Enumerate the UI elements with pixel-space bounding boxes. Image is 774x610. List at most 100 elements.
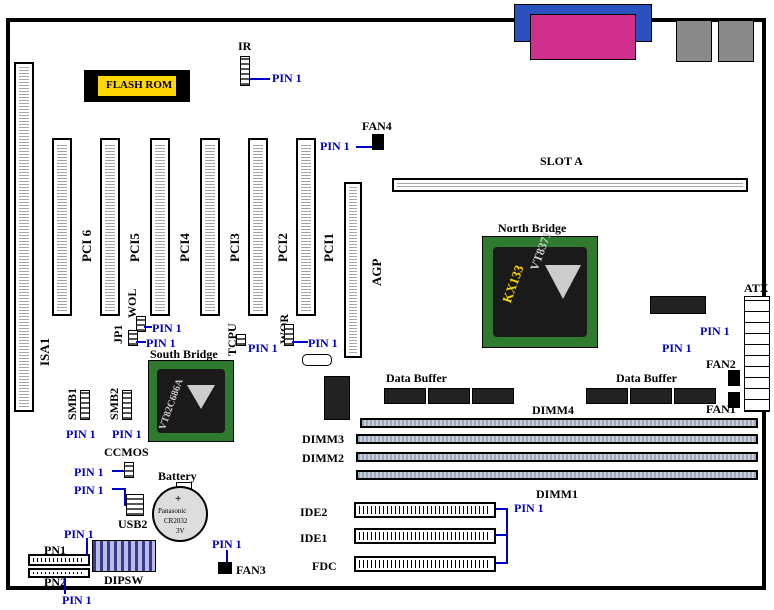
data-buffer-right-label: Data Buffer (616, 371, 677, 385)
tcpu-pin1-label: PIN 1 (248, 341, 278, 355)
fan4-pin1-label: PIN 1 (320, 139, 350, 153)
dimm2-label: DIMM2 (302, 451, 344, 465)
battery-text1: Panasonic (158, 507, 187, 515)
pci6-slot (52, 138, 72, 316)
usb2-label: USB2 (118, 517, 148, 531)
data-buffer-left-1 (384, 388, 426, 404)
dimm4-label: DIMM4 (532, 403, 574, 417)
north-bridge-label: North Bridge (498, 221, 567, 235)
jp1-pin1-label: PIN 1 (146, 336, 176, 350)
north-bridge-chip (493, 247, 587, 337)
ir-header (240, 56, 250, 86)
pci1-slot (296, 138, 316, 316)
data-buffer-left-label: Data Buffer (386, 371, 447, 385)
smb2-header (122, 390, 132, 420)
pn1-pin1-label: PIN 1 (64, 527, 94, 541)
via-logo-icon (545, 265, 581, 299)
pn2-label: PN2 (44, 575, 66, 589)
jp1-label: JP1 (111, 324, 125, 344)
fan4-header (372, 134, 384, 150)
fdc-label: FDC (312, 559, 337, 573)
ir-label: IR (238, 39, 252, 53)
dimm1-label: DIMM1 (536, 487, 578, 501)
ccmos-header (124, 462, 134, 478)
pci6-label: PCI 6 (79, 229, 94, 262)
fan4-label: FAN4 (362, 119, 392, 133)
clock-chip (650, 296, 706, 314)
ccmos-label: CCMOS (104, 445, 149, 459)
data-buffer-left-3 (472, 388, 514, 404)
fdc-connector (354, 556, 496, 572)
north-bridge-board (482, 236, 598, 348)
fan2-header (728, 370, 740, 386)
slot-a-connector (392, 178, 748, 192)
wol-pin1-label: PIN 1 (152, 321, 182, 335)
fan3-label: FAN3 (236, 563, 266, 577)
dimm3-slot (356, 434, 758, 444)
fan2-pin1-label: PIN 1 (662, 341, 692, 355)
pci5-slot (100, 138, 120, 316)
pci3-label: PCI3 (227, 233, 242, 262)
battery-plus-icon: + (175, 493, 182, 505)
pci2-label: PCI2 (275, 233, 290, 262)
dipsw-label: DIPSW (104, 573, 144, 587)
via-logo-icon-south (187, 385, 215, 409)
data-buffer-right-1 (586, 388, 628, 404)
smb2-pin1-label: PIN 1 (112, 427, 142, 441)
pci3-slot (200, 138, 220, 316)
ir-pin1-label: PIN 1 (272, 71, 302, 85)
flash-rom-chip (84, 70, 190, 102)
south-bridge-chip (157, 369, 225, 433)
ps2-port-1 (676, 20, 712, 62)
dimm4-slot (360, 418, 758, 428)
battery-label: Battery (158, 469, 197, 483)
pci5-label: PCI5 (127, 233, 142, 262)
wol-header (136, 316, 146, 332)
agp-slot (344, 182, 362, 358)
tcpu-header (236, 334, 246, 346)
pci2-slot (248, 138, 268, 316)
slot-a-label: SLOT A (540, 154, 583, 168)
ide1-connector (354, 528, 496, 544)
atx-label: ATX (744, 281, 769, 295)
pci4-slot (150, 138, 170, 316)
pci4-label: PCI4 (177, 233, 192, 262)
pn2-header (28, 568, 90, 578)
pci1-label: PCI1 (321, 233, 336, 262)
battery-text2: CR2032 (164, 517, 188, 525)
pn2-pin1-label: PIN 1 (62, 593, 92, 607)
pn1-label: PN1 (44, 543, 66, 557)
battery-text3: 3V (176, 527, 185, 535)
south-bridge-board (148, 360, 234, 442)
ide1-label: IDE1 (300, 531, 328, 545)
fan1-pin1-label: PIN 1 (700, 324, 730, 338)
smb2-label: SMB2 (107, 387, 121, 420)
pn1-header (28, 554, 90, 566)
jp1-header (128, 330, 138, 346)
buzzer (302, 354, 332, 366)
smb1-label: SMB1 (65, 387, 79, 420)
fan3-pin1-label: PIN 1 (212, 537, 242, 551)
ps2-port-2 (718, 20, 754, 62)
parallel-port-connector (530, 14, 636, 60)
fan3-header (218, 562, 232, 574)
flash-rom-label: FLASH ROM (106, 79, 173, 91)
data-buffer-left-2 (428, 388, 470, 404)
dimm3-label: DIMM3 (302, 432, 344, 446)
dimm2-slot (356, 452, 758, 462)
fan2-label: FAN2 (706, 357, 736, 371)
atx-connector (744, 296, 770, 412)
dimm1-slot (356, 470, 758, 480)
fan1-header (728, 392, 740, 408)
wor-pin1-label: PIN 1 (308, 336, 338, 350)
ide-pin1-label: PIN 1 (514, 501, 544, 515)
wor-header (284, 324, 294, 346)
ccmos-pin1-label: PIN 1 (74, 465, 104, 479)
smb1-pin1-label: PIN 1 (66, 427, 96, 441)
isa1-label: ISA1 (37, 337, 52, 366)
smb1-header (80, 390, 90, 420)
agp-label: AGP (369, 258, 384, 286)
usb2-pin1-label: PIN 1 (74, 483, 104, 497)
fan1-label: FAN1 (706, 402, 736, 416)
usb2-header (126, 494, 144, 516)
